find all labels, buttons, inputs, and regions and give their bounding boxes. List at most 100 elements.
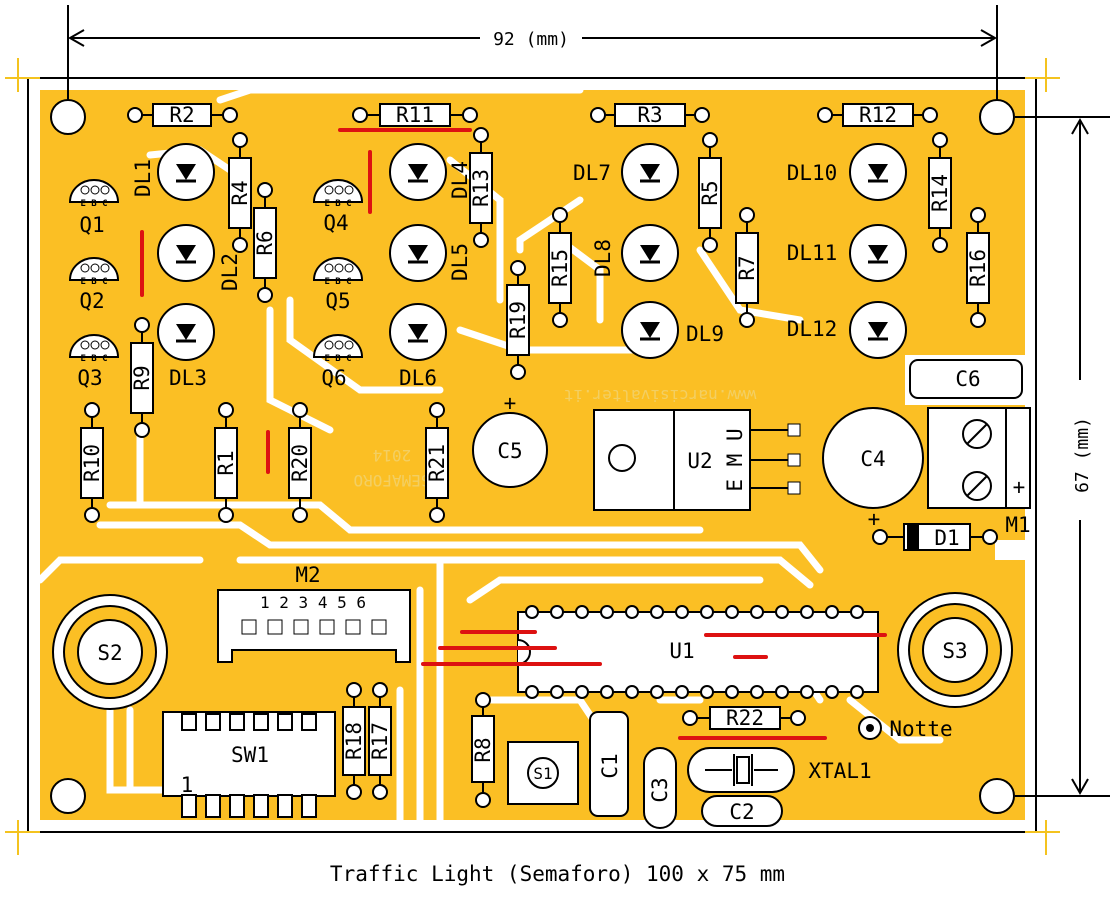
svg-text:R11: R11 <box>396 103 434 127</box>
svg-text:DL10: DL10 <box>787 161 838 185</box>
svg-text:R5: R5 <box>698 180 722 205</box>
resistor-r1: R1 <box>214 402 238 523</box>
resistor-r8: R8 <box>471 692 495 808</box>
resistor-r2: R2 <box>127 103 238 127</box>
svg-text:R7: R7 <box>735 255 759 280</box>
svg-text:R8: R8 <box>471 737 495 762</box>
regulator-u2: U2 E M U <box>593 409 801 511</box>
resistor-r16: R16 <box>966 207 990 328</box>
testpoint-notte: Notte <box>858 716 953 741</box>
led-dl10: DL10 <box>787 143 907 201</box>
svg-text:XTAL1: XTAL1 <box>808 759 871 783</box>
resistor-r4: R4 <box>228 132 252 253</box>
resistor-r11: R11 <box>352 103 478 127</box>
resistor-r14: R14 <box>928 132 952 253</box>
resistor-r5: R5 <box>698 132 722 253</box>
svg-text:R17: R17 <box>368 722 392 760</box>
svg-text:U2: U2 <box>687 449 712 473</box>
svg-text:1 2 3 4 5 6: 1 2 3 4 5 6 <box>260 593 366 612</box>
svg-text:C4: C4 <box>860 447 885 471</box>
svg-text:R10: R10 <box>80 444 104 482</box>
svg-text:DL9: DL9 <box>686 322 724 346</box>
resistor-r3: R3 <box>590 103 710 127</box>
svg-text:DL6: DL6 <box>399 366 437 390</box>
svg-text:Notte: Notte <box>889 717 952 741</box>
svg-text:DL8: DL8 <box>591 239 615 277</box>
svg-text:M1: M1 <box>1005 513 1030 537</box>
jumper-wires <box>140 128 887 740</box>
svg-text:DL2: DL2 <box>218 253 242 291</box>
switch-s1: S1 <box>507 741 579 805</box>
svg-text:R2: R2 <box>169 103 194 127</box>
svg-text:S3: S3 <box>942 639 967 663</box>
svg-text:R22: R22 <box>726 706 764 730</box>
crystal-xtal1: XTAL1 <box>687 747 872 793</box>
transistor-q6: E B C Q6 <box>312 334 364 390</box>
resistor-r7: R7 <box>735 207 759 328</box>
led-dl12: DL12 <box>787 301 907 359</box>
switch-s2: S2 <box>52 594 168 710</box>
led-dl8: DL8 <box>591 224 679 282</box>
capacitor-c3: C3 <box>643 747 677 829</box>
diode-d1: D1 <box>872 523 998 551</box>
svg-text:Q2: Q2 <box>79 289 104 313</box>
board-corner-marks <box>5 58 1060 855</box>
svg-text:Q1: Q1 <box>79 213 104 237</box>
resistor-r18: R18 <box>342 682 366 800</box>
connector-m2: M2 1 2 3 4 5 6 <box>217 563 411 663</box>
terminal-m1: + M1 <box>927 407 1031 537</box>
transistor-q2: E B C Q2 <box>68 257 120 313</box>
svg-text:R3: R3 <box>637 103 662 127</box>
svg-text:DL12: DL12 <box>787 317 838 341</box>
svg-text:C1: C1 <box>598 753 622 778</box>
svg-text:DL5: DL5 <box>448 243 472 281</box>
transistor-q4: E B C Q4 <box>312 179 364 235</box>
svg-text:+: + <box>868 507 881 531</box>
height-dimension-label: 67 (mm) <box>1072 417 1093 493</box>
svg-text:E B C: E B C <box>80 277 107 287</box>
svg-text:R20: R20 <box>288 444 312 482</box>
svg-text:+: + <box>504 391 517 415</box>
svg-text:M2: M2 <box>295 563 320 587</box>
dip-switch-sw1: SW1 1 <box>162 711 336 818</box>
capacitor-c5: C5 + <box>472 391 548 488</box>
project-silk: SEMAFORO <box>353 471 430 490</box>
resistor-r6: R6 <box>253 182 277 303</box>
svg-text:Q6: Q6 <box>321 366 346 390</box>
svg-text:E B C: E B C <box>80 354 107 364</box>
svg-text:DL11: DL11 <box>787 241 838 265</box>
led-dl3: DL3 <box>157 303 215 390</box>
svg-text:E B C: E B C <box>324 199 351 209</box>
svg-text:D1: D1 <box>934 526 959 550</box>
resistor-r10: R10 <box>80 402 104 523</box>
svg-text:R15: R15 <box>548 249 572 287</box>
svg-text:DL7: DL7 <box>573 161 611 185</box>
svg-text:E B C: E B C <box>324 354 351 364</box>
led-dl4: DL4 <box>389 143 472 201</box>
resistor-r13: R13 <box>469 127 493 248</box>
resistor-r17: R17 <box>368 682 392 800</box>
svg-text:S2: S2 <box>97 641 122 665</box>
led-dl6: DL6 <box>389 303 447 390</box>
transistor-q3: E B C Q3 <box>68 334 120 390</box>
led-dl2: DL2 <box>157 224 242 291</box>
capacitor-c4: C4 + <box>822 407 924 531</box>
width-dimension-label: 92 (mm) <box>493 29 569 50</box>
svg-text:R14: R14 <box>928 174 952 212</box>
switch-s3: S3 <box>897 592 1013 708</box>
board-caption: Traffic Light (Semaforo) 100 x 75 mm <box>329 862 786 886</box>
svg-text:E B C: E B C <box>324 277 351 287</box>
svg-text:R6: R6 <box>253 230 277 255</box>
svg-text:U1: U1 <box>669 639 694 663</box>
svg-text:Q4: Q4 <box>323 211 348 235</box>
ic-u1: U1 <box>517 605 879 699</box>
svg-text:Q5: Q5 <box>325 289 350 313</box>
led-dl5: DL5 <box>389 224 472 282</box>
led-dl7: DL7 <box>573 143 679 201</box>
led-dl9: DL9 <box>621 301 724 359</box>
svg-text:+: + <box>1013 475 1026 499</box>
svg-text:DL4: DL4 <box>448 161 472 199</box>
resistor-r19: R19 <box>506 260 530 380</box>
resistor-r22: R22 <box>682 706 806 730</box>
